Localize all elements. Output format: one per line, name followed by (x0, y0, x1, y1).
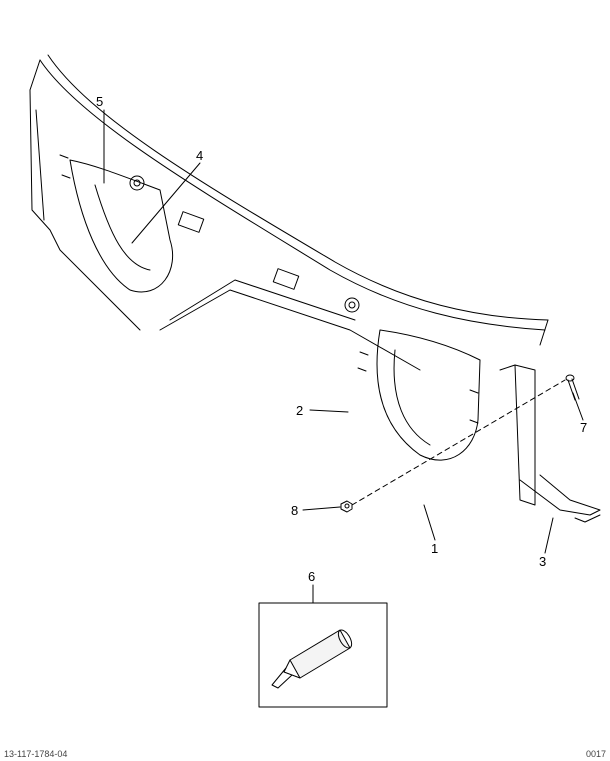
figure-id: 13-117-1784-04 (4, 749, 68, 759)
figure-number: 0017 (585, 749, 606, 759)
inset-frame (258, 602, 388, 708)
cowl-panel-assembly (29, 54, 549, 506)
bolt (565, 374, 580, 401)
callout-labels: 5 4 2 8 7 1 3 6 (96, 94, 587, 584)
left-side-panel (29, 89, 141, 331)
leader-lines (103, 109, 584, 604)
right-opening (376, 329, 481, 461)
sealant-inset (258, 602, 388, 708)
lower-cross-member (159, 289, 421, 371)
assembly-axis-dashed (351, 379, 566, 506)
callout-6: 6 (308, 569, 315, 584)
right-end-post (514, 364, 536, 506)
lower-support-bracket (519, 474, 601, 523)
callout-3: 3 (539, 554, 546, 569)
callout-7: 7 (580, 420, 587, 435)
callout-5: 5 (96, 94, 103, 109)
left-opening (69, 159, 174, 293)
callout-8: 8 (291, 503, 298, 518)
callout-4: 4 (196, 148, 203, 163)
cowl-top-rail (39, 59, 546, 331)
callout-1: 1 (431, 541, 438, 556)
callout-2: 2 (296, 403, 303, 418)
sealant-tube-icon (271, 629, 353, 689)
nut (340, 500, 353, 513)
